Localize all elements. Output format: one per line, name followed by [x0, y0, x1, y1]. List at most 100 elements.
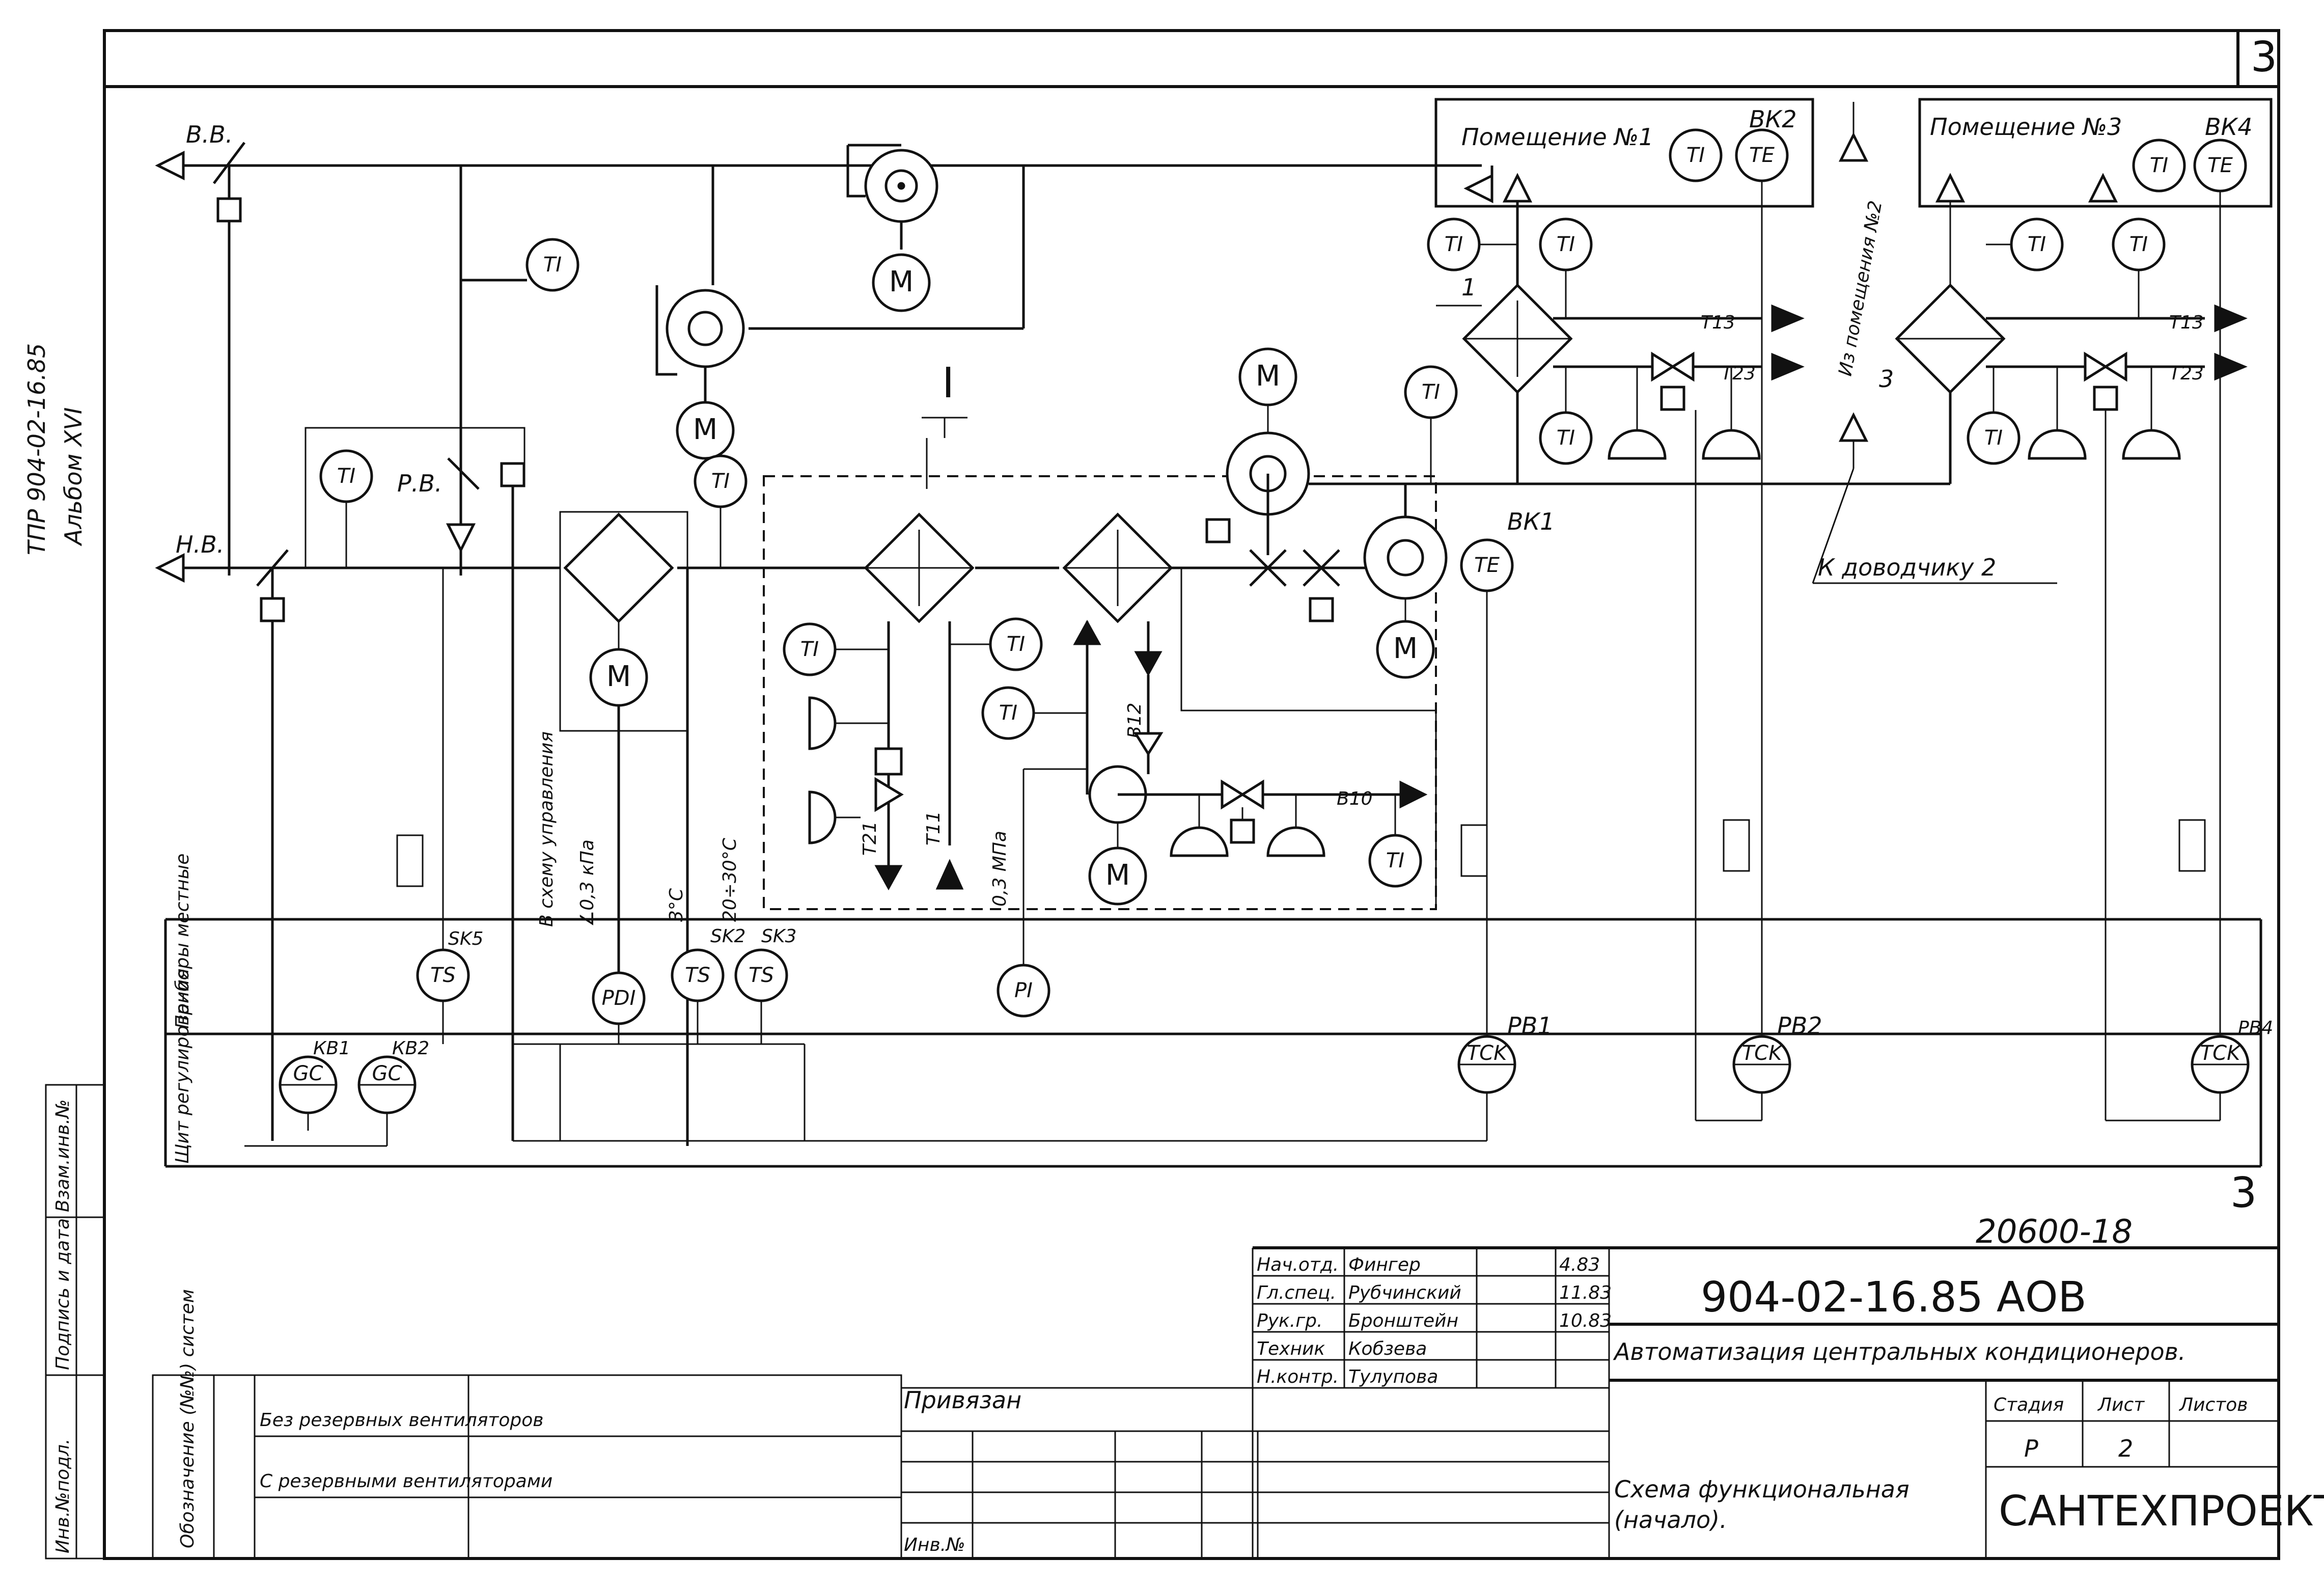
row-panel: Щит регулирования	[172, 968, 193, 1164]
exhaust-air-line: В.В.	[155, 121, 1482, 576]
note-control-scheme: В схему управления	[536, 731, 557, 927]
sheet-value: 2	[2118, 1435, 2133, 1462]
designation-row-2: С резервными вентиляторами	[260, 1471, 552, 1492]
tck-pb2: TCK РВ2	[1732, 1012, 1822, 1094]
closer-1: 1 Т13 Т23 TI TI TI	[1427, 217, 1805, 465]
label-pb4: РВ4	[2238, 1018, 2273, 1038]
motor-filter: M	[606, 660, 631, 693]
privyazan-label: Привязан	[904, 1386, 1021, 1414]
label-sk3: SK3	[761, 926, 796, 947]
recirculation-branch: Р.В.	[305, 427, 525, 1141]
doc-subtitle-2: (начало).	[1614, 1506, 1727, 1534]
margin-stamp-repl: Взам.инв.№	[52, 1099, 73, 1212]
ti-closer3-a: TI	[2028, 233, 2046, 256]
label-t13a: Т13	[1701, 312, 1735, 333]
te-room3-label: TE	[2207, 154, 2233, 177]
label-pb2: РВ2	[1777, 1012, 1822, 1040]
room-1: Помещение №1 TI TE ВК2	[1434, 98, 1814, 1034]
label-t23a: Т23	[1721, 363, 1756, 384]
ti-closer1-c: TI	[1557, 426, 1575, 450]
role-4: Н.контр.	[1257, 1366, 1339, 1387]
label-exhaust-air: В.В.	[186, 121, 233, 148]
actuators-heater1	[808, 696, 889, 844]
gc-kb2: GC КВ2	[357, 1038, 429, 1114]
motor-return-upper: M	[889, 265, 914, 298]
pdi-filter: PDI	[592, 971, 646, 1044]
supply-fan-reserve: M	[1205, 347, 1421, 587]
sheet-corner-bottom: 3	[2230, 1169, 2257, 1217]
ti-supply-label: TI	[1422, 380, 1440, 404]
label-to-closer: К доводчику 2	[1818, 554, 1996, 581]
label-bk2: ВК2	[1749, 105, 1796, 133]
note-mpa: 0,3 МПа	[989, 831, 1010, 907]
room1-label: Помещение №1	[1461, 123, 1653, 151]
sheets-header: Листов	[2178, 1394, 2248, 1415]
label-section-I: I	[942, 359, 954, 407]
name-2: Бронштейн	[1348, 1310, 1458, 1331]
date-1: 11.83	[1559, 1282, 1612, 1303]
stage-value: Р	[2024, 1435, 2038, 1462]
tck-pb2-label: TCK	[1742, 1042, 1783, 1065]
gc-kb2-label: GC	[372, 1062, 402, 1085]
label-pos1: 1	[1461, 274, 1476, 301]
stage-header: Стадия	[1994, 1394, 2064, 1415]
room3-label: Помещение №3	[1930, 113, 2122, 141]
ti-closer3-b: TI	[2129, 233, 2148, 256]
air-heater-1: Т21 Т11	[860, 512, 975, 891]
ti-closer3-c: TI	[1984, 426, 2003, 450]
air-heater-2: В12	[1062, 512, 1437, 909]
motor-pump: M	[1105, 859, 1130, 892]
doc-code: 904-02-16.85 АОВ	[1701, 1273, 2087, 1322]
title-block: 904-02-16.85 АОВ Автоматизация центральн…	[152, 1246, 2324, 1560]
air-filter: M	[559, 511, 688, 973]
ti-outdoor-label: TI	[337, 464, 355, 488]
supply-fan-main: M	[1303, 484, 1448, 679]
closer-3: 3 Т13 Т23 TI TI TI	[1879, 201, 2248, 465]
ts-sk2-label: TS	[685, 964, 710, 987]
indicator-marks	[396, 819, 2206, 887]
ti-after-filter: TI	[686, 454, 748, 1146]
name-3: Кобзева	[1348, 1338, 1427, 1359]
motor-supply-reserve: M	[1256, 360, 1280, 393]
margin-album: Альбом XVI	[60, 407, 87, 546]
supply-air-line: Н.В.	[155, 531, 1375, 1141]
ti-after-filter-label: TI	[711, 470, 730, 493]
return-fan-reserve: M	[655, 285, 745, 460]
ts-sk5: TS SK5	[416, 568, 483, 1044]
role-2: Рук.гр.	[1257, 1310, 1322, 1331]
ti-heater1-right-label: TI	[1007, 633, 1025, 656]
doc-title: Автоматизация центральных кондиционеров.	[1613, 1338, 2185, 1365]
drawing-frame: 3 3	[103, 29, 2280, 1560]
ti-heater1-left: TI	[783, 622, 889, 676]
row-local-instruments: Приборы местные	[172, 854, 193, 1029]
label-sk5: SK5	[448, 928, 483, 949]
sheet-corner-top: 3	[2251, 33, 2277, 81]
designation-header: Обозначение (№№) систем	[177, 1289, 198, 1548]
left-margin-stamp: ТПР 904-02-16.85 Альбом XVI Инв.№подл. П…	[23, 343, 105, 1560]
ti-supply: TI	[1404, 365, 1458, 484]
ti-outdoor: TI	[319, 449, 373, 568]
return-fan-upper: M	[846, 144, 938, 312]
te-room1-label: TE	[1749, 144, 1775, 167]
label-sk2: SK2	[710, 926, 745, 947]
doc-subtitle-1: Схема функциональная	[1614, 1475, 1910, 1503]
label-t23b: Т23	[2169, 363, 2204, 384]
label-from-room2: Из помещения №2	[1835, 199, 1886, 378]
ti-exhaust-label: TI	[543, 253, 562, 277]
pi-pressure-gauge: PI	[997, 768, 1087, 1018]
motor-supply-main: M	[1393, 632, 1418, 665]
te-supply-label: TE	[1474, 554, 1500, 577]
name-1: Рубчинский	[1348, 1282, 1461, 1303]
room-3: Помещение №3 TI TE ВК4	[1918, 98, 2273, 1034]
ts-sk2: TS SK2	[671, 926, 745, 1002]
tck-pb4: TCK РВ4	[2191, 1018, 2273, 1094]
ti-exhaust: TI	[525, 238, 579, 292]
label-pb1: РВ1	[1507, 1012, 1553, 1040]
ts-sk3-label: TS	[749, 964, 774, 987]
date-0: 4.83	[1559, 1254, 1600, 1275]
margin-doc-code: ТПР 904-02-16.85	[23, 343, 50, 555]
setpoint-annotations: В схему управления ∠0,3 кПа 3°С 20÷30°С …	[536, 731, 1010, 927]
label-t11: Т11	[923, 811, 944, 845]
ti-heater1-right: TI	[950, 617, 1043, 671]
